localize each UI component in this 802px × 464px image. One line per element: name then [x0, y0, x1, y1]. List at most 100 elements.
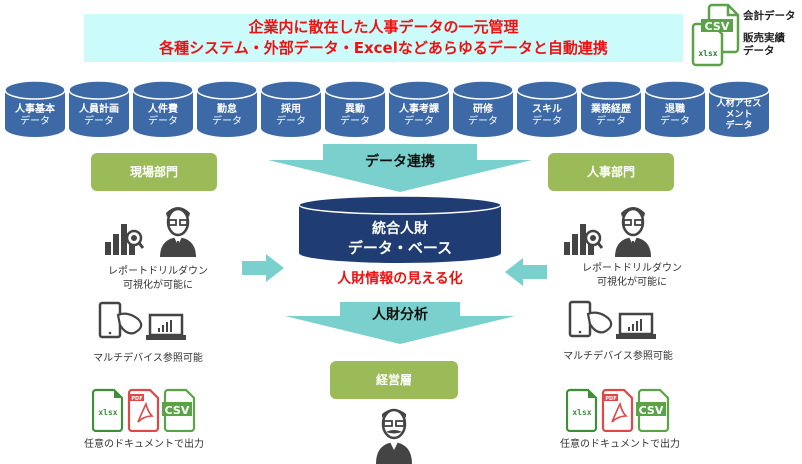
xlsx-file-icon: xlsx [91, 388, 124, 433]
xlsx-glyph: xlsx [572, 408, 591, 417]
cylinder-label-line2: データ [532, 116, 562, 127]
database-cylinder-icon [68, 80, 130, 137]
multi-device-icon [568, 300, 656, 339]
data-source-cylinder: 人員計画データ [68, 80, 130, 138]
cylinder-label: 人員計画データ [68, 104, 130, 128]
sales-data-label-line1: 販売実績 [743, 32, 785, 44]
document-export-icons: xlsx PDF CSV [91, 388, 196, 433]
data-source-cylinder: 人件費データ [132, 80, 194, 138]
data-source-cylinder: 採用データ [260, 80, 322, 138]
executive-person-icon [376, 408, 412, 464]
database-cylinder-icon [644, 80, 706, 137]
right-feature1-line1: レポートドリルダウン [582, 263, 682, 274]
cylinder-label-line2: データ [596, 116, 626, 127]
cylinder-label-line1: 人員計画 [79, 104, 119, 115]
database-cylinder-icon [516, 80, 578, 137]
central-db-line1: 統合人財 [372, 221, 428, 237]
left-feature1-line1: レポートドリルダウン [108, 266, 208, 277]
right-multidevice-caption: マルチデバイス参照可能 [563, 351, 673, 362]
database-cylinder-icon [4, 80, 66, 137]
cylinder-label-line1: 業務経歴 [591, 104, 631, 115]
drilldown-chart-icon [564, 224, 603, 255]
database-cylinder-icon [324, 80, 386, 137]
cylinder-label-line2: データ [84, 116, 114, 127]
database-cylinder-icon [260, 80, 322, 137]
csv-xlsx-file-icon: CSV xlsx [691, 3, 740, 67]
data-source-cylinder: 人事考課データ [388, 80, 450, 138]
csv-glyph: CSV [639, 404, 664, 417]
cylinder-label-line2: データ [468, 116, 498, 127]
cylinder-label-line1: 人事基本 [15, 104, 55, 115]
cylinder-label-line2: データ [660, 116, 690, 127]
central-db-line2: データ・ベース [347, 239, 453, 257]
data-source-cylinder: 異動データ [324, 80, 386, 138]
drilldown-chart-icon [105, 224, 144, 255]
left-feature1-line2: 可視化が可能に [123, 280, 193, 291]
headline-banner: 企業内に散在した人事データの一元管理 各種システム・外部データ・Excelなどあ… [84, 14, 683, 62]
data-source-cylinders: 人事基本データ人員計画データ人件費データ勤怠データ採用データ異動データ人事考課デ… [4, 80, 784, 142]
cylinder-label: 退職データ [644, 104, 706, 128]
database-cylinder-icon [708, 80, 770, 137]
data-source-cylinder: スキルデータ [516, 80, 578, 138]
right-arrow-icon [242, 254, 284, 282]
cylinder-label-line2: データ [276, 116, 306, 127]
database-cylinder-icon [196, 80, 258, 137]
visualization-caption: 人財情報の見える化 [337, 271, 463, 287]
csv-file-icon: CSV [162, 388, 196, 433]
right-document-icons: xlsx PDF CSV [565, 388, 676, 433]
database-cylinder-icon [452, 80, 514, 137]
management-box: 経営層 [330, 361, 458, 399]
cylinder-label: 人事考課データ [388, 104, 450, 128]
central-database-icon [298, 195, 502, 263]
csv-glyph: CSV [165, 404, 190, 417]
cylinder-label: スキルデータ [516, 104, 578, 128]
cylinder-label-line1: 人事考課 [399, 104, 439, 115]
left-arrow-icon [505, 258, 547, 286]
data-link-arrow [268, 144, 532, 192]
multi-device-icon [98, 301, 186, 340]
headline-line1: 企業内に散在した人事データの一元管理 [248, 18, 519, 36]
left-drilldown-caption: レポートドリルダウン 可視化が可能に [96, 265, 220, 293]
pdf-file-icon: PDF [601, 388, 634, 433]
cylinder-label-line2: メント [725, 110, 753, 120]
cylinder-label-line1: 研修 [473, 104, 493, 115]
sales-data-label-line2: データ [743, 45, 775, 57]
central-db-label: 統合人財 データ・ベース [297, 220, 503, 258]
cylinder-label: 人材アセスメントデータ [708, 99, 770, 132]
data-link-label: データ連携 [365, 154, 435, 170]
csv-file-icon: CSV [636, 388, 670, 433]
xlsx-glyph: xlsx [98, 408, 117, 417]
pdf-glyph: PDF [131, 396, 142, 402]
csv-glyph: CSV [705, 20, 730, 33]
data-source-cylinder: 退職データ [644, 80, 706, 138]
cylinder-label-line1: スキル [532, 104, 562, 115]
cylinder-label: 人事基本データ [4, 104, 66, 128]
cylinder-label-line1: 勤怠 [217, 104, 237, 115]
right-drilldown-caption: レポートドリルダウン 可視化が可能に [570, 262, 694, 290]
data-source-cylinder: 勤怠データ [196, 80, 258, 138]
cylinder-label-line2: データ [148, 116, 178, 127]
cylinder-label-line1: 退職 [665, 104, 685, 115]
xlsx-file-icon: xlsx [565, 388, 598, 433]
data-source-cylinder: 人事基本データ [4, 80, 66, 138]
left-document-icons: xlsx PDF CSV [91, 388, 202, 433]
left-document-caption: 任意のドキュメントで出力 [84, 439, 204, 450]
cylinder-label: 異動データ [324, 104, 386, 128]
right-feature1-line2: 可視化が可能に [597, 277, 667, 288]
cylinder-label-line2: データ [404, 116, 434, 127]
pdf-file-icon: PDF [127, 388, 160, 433]
right-document-caption: 任意のドキュメントで出力 [560, 439, 680, 450]
cylinder-label: 勤怠データ [196, 104, 258, 128]
cylinder-label-line2: データ [212, 116, 242, 127]
cylinder-label-line3: データ [725, 121, 753, 131]
cylinder-label-line1: 異動 [345, 104, 365, 115]
document-export-icons: xlsx PDF CSV [565, 388, 670, 433]
pdf-glyph: PDF [605, 396, 616, 402]
cylinder-label-line2: データ [20, 116, 50, 127]
headline-line2: 各種システム・外部データ・Excelなどあらゆるデータと自動連携 [159, 39, 608, 57]
cylinder-label: 研修データ [452, 104, 514, 128]
data-source-cylinder: 研修データ [452, 80, 514, 138]
cylinder-label-line1: 人件費 [148, 104, 178, 115]
hr-department-box: 人事部門 [548, 153, 674, 191]
cylinder-label: 人件費データ [132, 104, 194, 128]
